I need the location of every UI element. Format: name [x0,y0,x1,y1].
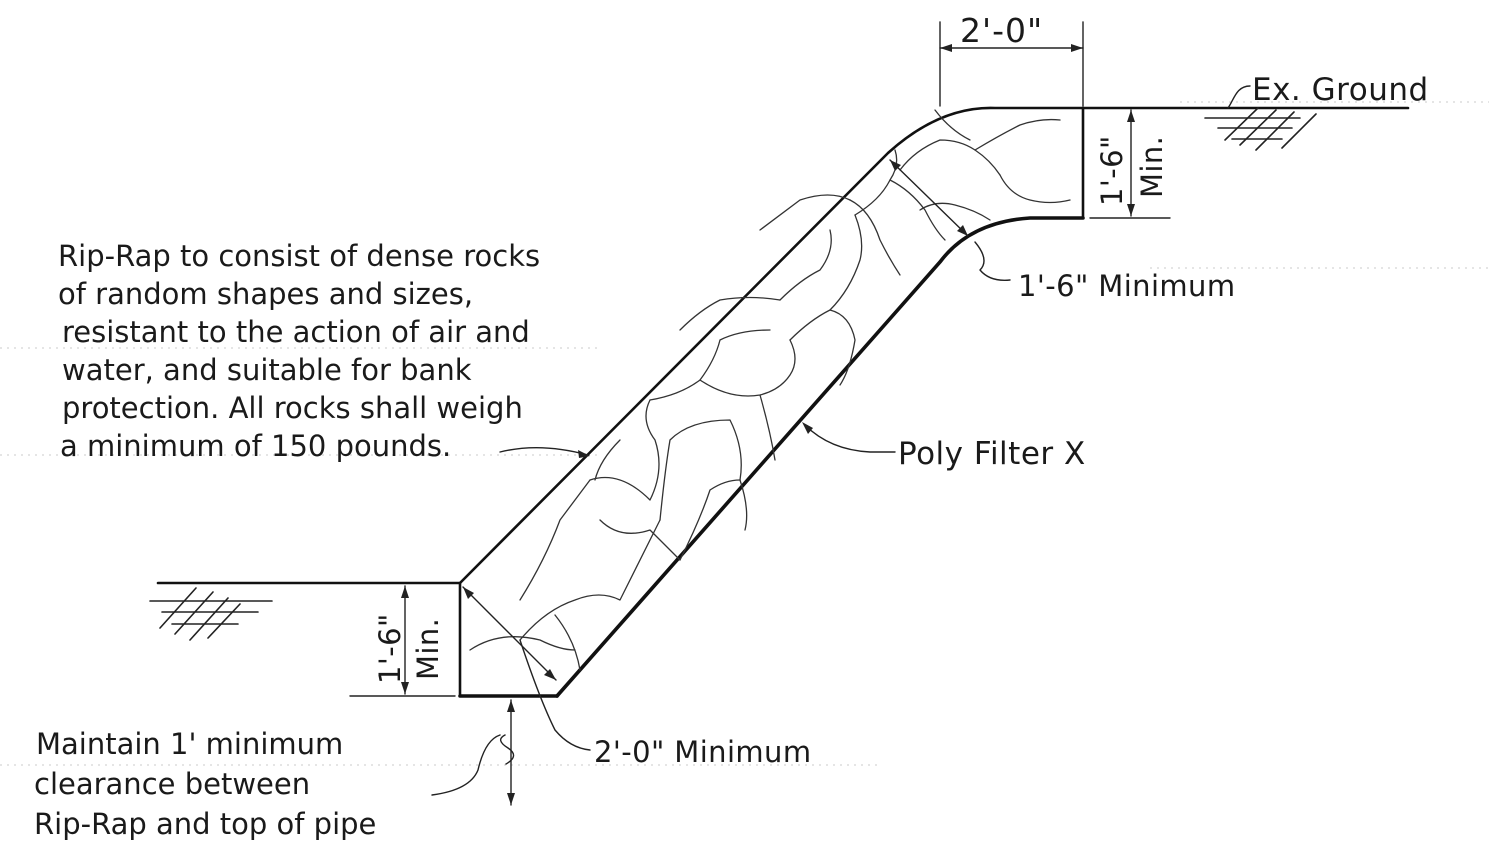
dim-bottom-depth [349,585,456,697]
riprap-note: Rip-Rap to consist of dense rocks of ran… [58,239,540,463]
scan-artifacts [0,101,1489,766]
riprap-upper-face [458,106,1085,585]
clearance-note-line: Rip-Rap and top of pipe [34,807,376,841]
ex-ground-leader [1227,85,1251,109]
poly-filter-line [555,216,1085,698]
riprap-rocks [469,109,1071,671]
dim-top-width [939,21,1084,107]
poly-filter-label: Poly Filter X [898,436,1086,472]
existing-ground-top [1081,85,1410,151]
bottom-depth-value: 1'-6" [373,613,407,684]
bottom-thickness-label: 2'-0" Minimum [594,735,812,769]
riprap-note-line: water, and suitable for bank [62,353,472,387]
clearance-leader [431,734,501,796]
riprap-body [458,106,1085,698]
clearance-note-line: clearance between [34,767,310,801]
ex-ground-label: Ex. Ground [1252,72,1429,108]
riprap-note-line: resistant to the action of air and [62,315,530,349]
top-depth-min: Min. [1135,136,1169,198]
riprap-note-line: protection. All rocks shall weigh [62,391,523,425]
clearance-note-line: Maintain 1' minimum [36,727,343,761]
ground-hatch-top [1204,107,1317,151]
dim-top-depth [1089,109,1171,219]
ground-hatch-bottom [149,587,273,641]
top-thickness-label: 1'-6" Minimum [1018,269,1236,303]
clearance-note: Maintain 1' minimum clearance between Ri… [34,727,376,841]
bottom-depth-min: Min. [411,618,445,680]
break-symbol [500,734,515,765]
riprap-note-line: a minimum of 150 pounds. [60,429,451,463]
riprap-note-leader [499,446,589,456]
top-depth-value: 1'-6" [1095,135,1129,206]
dim-bottom-thickness [462,586,591,751]
riprap-note-line: Rip-Rap to consist of dense rocks [58,239,540,273]
dim-clearance [431,699,515,806]
poly-filter-leader [804,424,896,453]
existing-ground-bottom [149,581,462,641]
riprap-note-line: of random shapes and sizes, [58,277,473,311]
dim-top-thickness [889,159,1011,281]
top-width-label: 2'-0" [960,11,1043,50]
